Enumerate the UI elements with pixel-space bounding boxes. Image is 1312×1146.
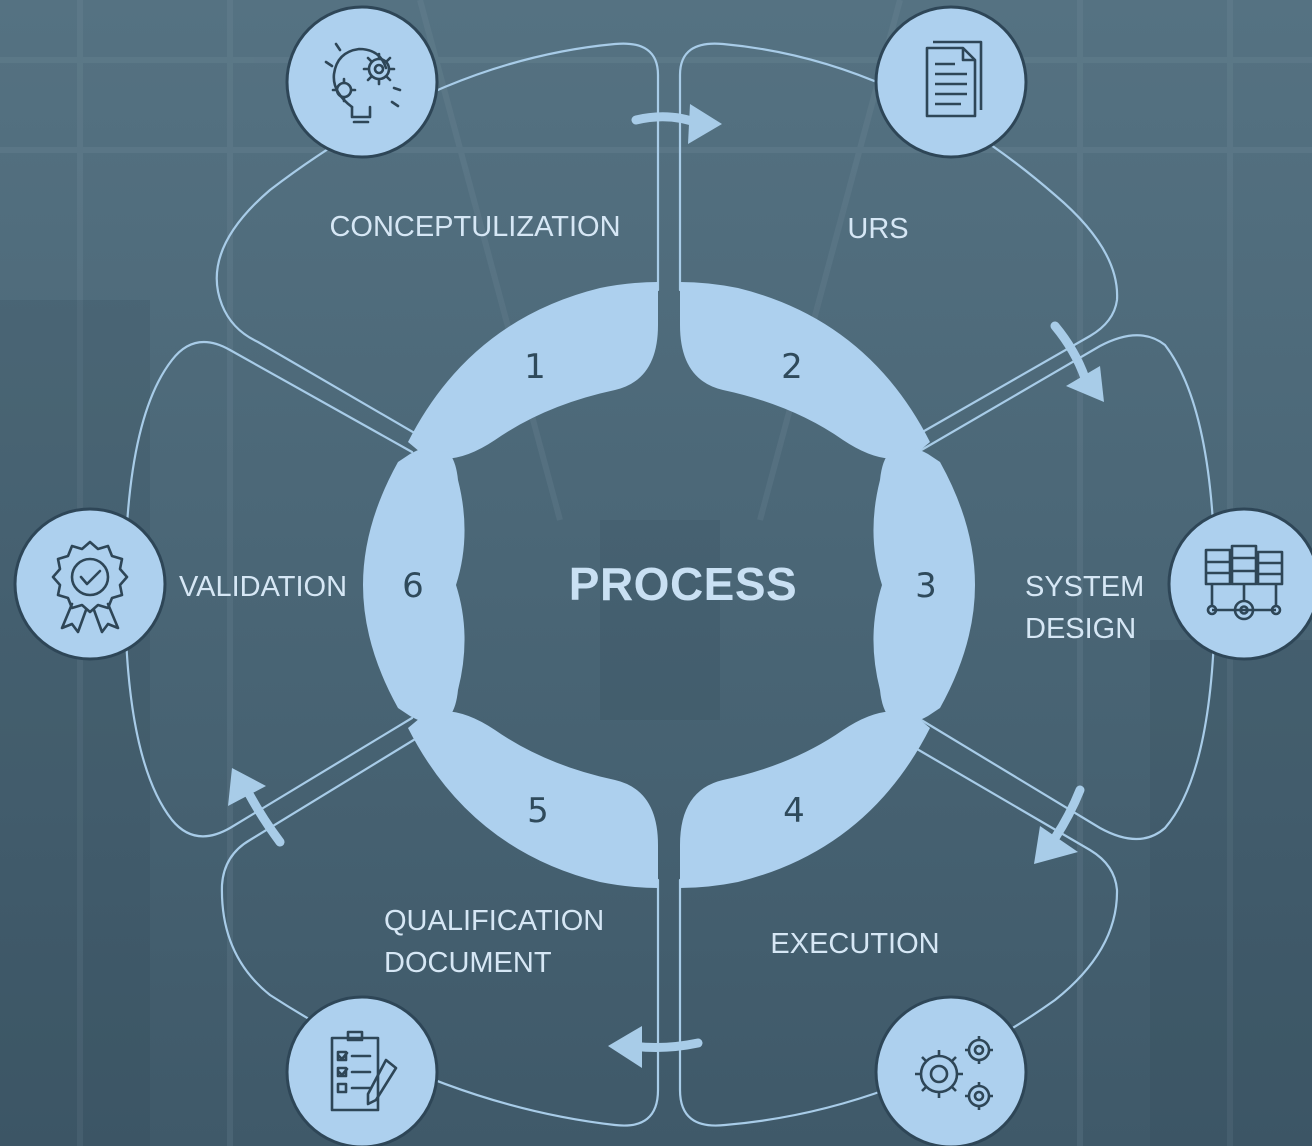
ring-segment-6 [363, 446, 465, 724]
arrow-2-to-3 [1050, 321, 1104, 402]
stage-numbers: 1 2 3 4 5 6 [402, 347, 937, 831]
stage-6-number: 6 [402, 566, 424, 606]
flow-arrows [228, 104, 1104, 1068]
stage-3-number: 3 [915, 566, 937, 606]
arrow-5-to-6 [228, 768, 285, 847]
stage-3-label-line-2: DESIGN [1025, 613, 1136, 645]
stage-5-number: 5 [527, 791, 549, 831]
arrow-4-to-5 [608, 1026, 703, 1068]
server-network-icon [1167, 507, 1312, 661]
stage-icons [13, 5, 1312, 1146]
award-badge-icon [13, 507, 167, 661]
ring-segment-2 [680, 282, 930, 459]
arrow-1-to-2 [631, 104, 722, 144]
stage-2-label: URS [847, 213, 908, 245]
stage-2-number: 2 [781, 347, 803, 387]
stage-1-label: CONCEPTULIZATION [329, 211, 620, 243]
stage-5-label-line-1: QUALIFICATION [384, 905, 604, 937]
center-title: PROCESS [569, 558, 797, 610]
stage-3-label-line-1: SYSTEM [1025, 571, 1144, 603]
document-icon [874, 5, 1028, 159]
stage-4-number: 4 [783, 791, 805, 831]
ring-segment-5 [408, 711, 658, 888]
stage-5-label-line-2: DOCUMENT [384, 947, 552, 979]
checklist-pen-icon [285, 995, 439, 1146]
outline-stage-2 [678, 42, 1119, 444]
ring-segment-1 [408, 282, 658, 459]
ring-segment-4 [680, 711, 930, 888]
gears-icon [874, 995, 1028, 1146]
stage-1-number: 1 [524, 347, 546, 387]
stage-labels: CONCEPTULIZATION URS SYSTEM DESIGN EXECU… [179, 211, 1144, 979]
arrow-3-to-4 [1034, 785, 1085, 864]
stage-6-label: VALIDATION [179, 571, 347, 603]
idea-gears-icon [285, 5, 439, 159]
ring-segment-3 [873, 446, 975, 724]
stage-4-label: EXECUTION [770, 928, 939, 960]
process-ring [363, 282, 975, 888]
